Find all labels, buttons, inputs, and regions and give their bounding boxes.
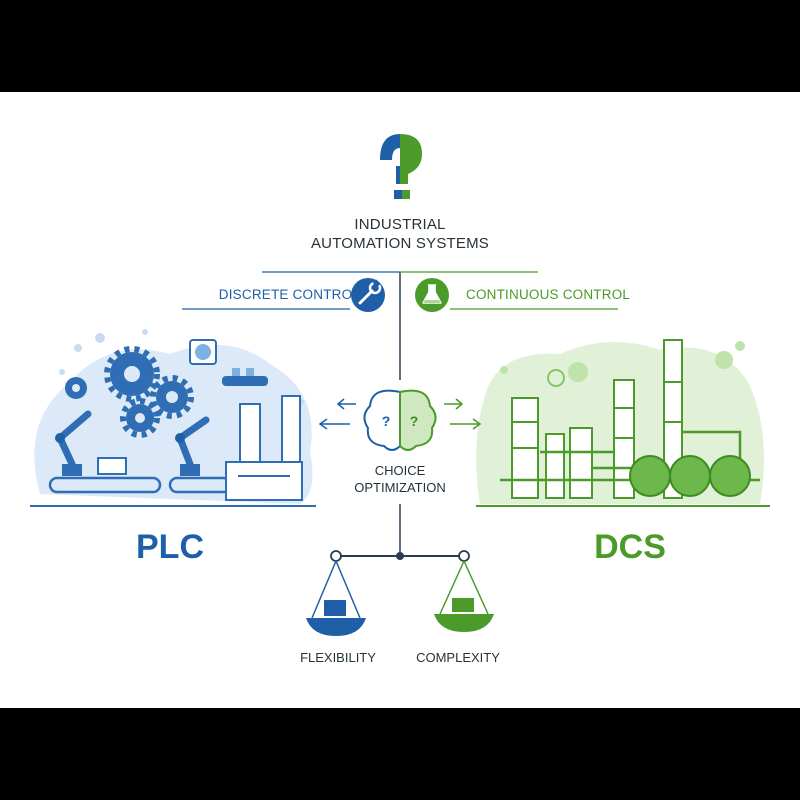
diagram-canvas: ? ? INDUSTRIAL AUTOMATION SYSTEMS DISCRE…	[0, 92, 800, 708]
flask-icon	[415, 278, 449, 312]
title-line-2: AUTOMATION SYSTEMS	[310, 235, 490, 252]
plc-label: PLC	[136, 528, 204, 566]
continuous-control-label: CONTINUOUS CONTROL	[466, 287, 631, 302]
choice-arrows	[318, 398, 482, 430]
question-mark-icon	[380, 134, 422, 199]
svg-text:?: ?	[382, 413, 391, 429]
discrete-control-label: DISCRETE CONTROL	[218, 287, 360, 302]
tree-lines	[182, 271, 618, 556]
scale-pan-left	[306, 560, 366, 636]
balance-scale	[306, 550, 494, 636]
dcs-plant-illustration	[476, 339, 770, 507]
svg-text:?: ?	[410, 413, 419, 429]
optimization-label: OPTIMIZATION	[354, 480, 446, 495]
dcs-label: DCS	[594, 528, 666, 566]
complexity-label: COMPLEXITY	[416, 650, 500, 665]
brain-question-icon: ? ?	[363, 389, 437, 451]
scale-pan-right	[434, 560, 494, 632]
choice-label: CHOICE	[374, 463, 426, 478]
flexibility-label: FLEXIBILITY	[300, 650, 376, 665]
title-line-1: INDUSTRIAL	[354, 216, 446, 233]
plc-factory-illustration	[30, 329, 316, 507]
wrench-icon	[351, 278, 385, 312]
